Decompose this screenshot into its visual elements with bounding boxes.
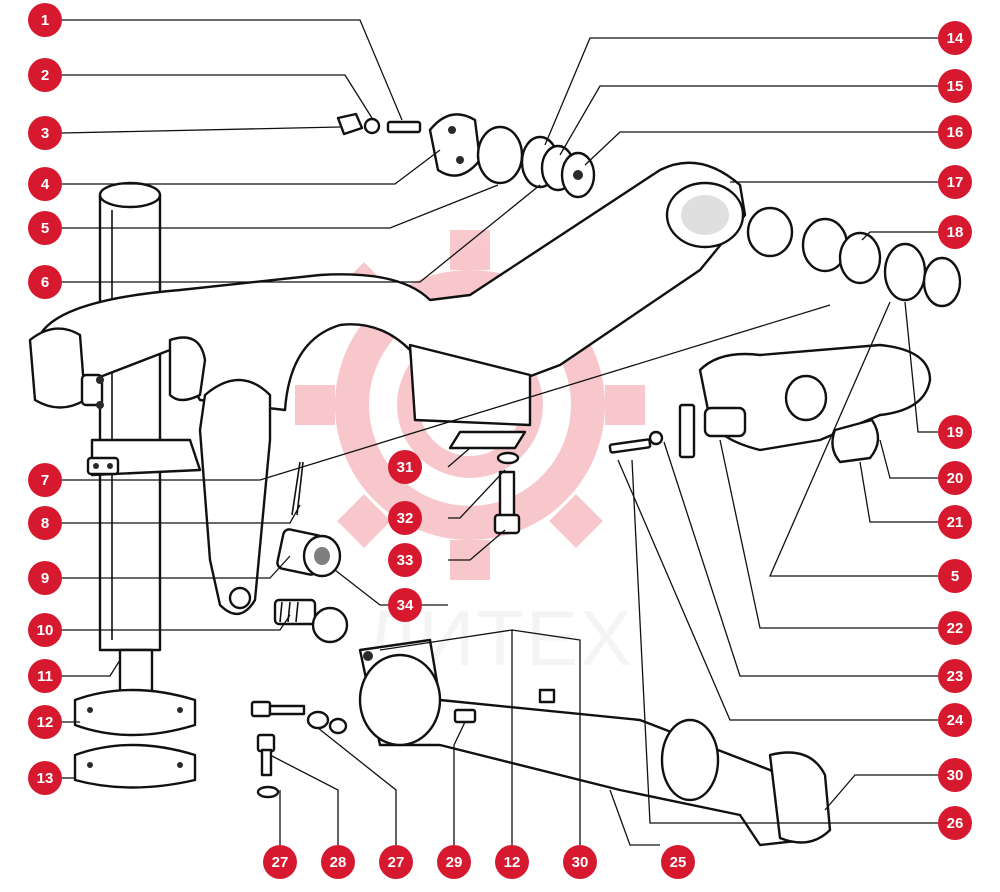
leader-lines	[61, 19, 938, 846]
svg-text:27: 27	[272, 854, 289, 871]
svg-text:3: 3	[41, 125, 49, 142]
callout-12-left: 12	[28, 705, 62, 739]
svg-text:6: 6	[41, 274, 49, 291]
svg-text:10: 10	[37, 622, 54, 639]
callout-2: 2	[28, 58, 62, 92]
svg-text:25: 25	[670, 854, 687, 871]
callout-6: 6	[28, 265, 62, 299]
svg-text:14: 14	[947, 30, 964, 47]
coupling-sleeve	[276, 528, 342, 578]
callout-16: 16	[938, 115, 972, 149]
callout-31: 31	[388, 450, 422, 484]
swing-arm	[28, 161, 747, 427]
svg-text:20: 20	[947, 470, 964, 487]
callout-7: 7	[28, 463, 62, 497]
callout-14: 14	[938, 21, 972, 55]
callout-26: 26	[938, 806, 972, 840]
svg-text:1: 1	[41, 12, 49, 29]
callout-8: 8	[28, 506, 62, 540]
callout-30-bottom: 30	[563, 845, 597, 879]
callout-11: 11	[28, 659, 62, 693]
callout-12-bottom: 12	[495, 845, 529, 879]
callout-5-left: 5	[28, 211, 62, 245]
callout-23: 23	[938, 659, 972, 693]
svg-text:21: 21	[947, 514, 964, 531]
top-bolt-set	[336, 112, 422, 136]
lever-arm	[698, 343, 932, 452]
callout-25: 25	[661, 845, 695, 879]
center-plate-bolt	[448, 430, 527, 535]
callout-27-b: 27	[379, 845, 413, 879]
callout-30-right: 30	[938, 758, 972, 792]
callout-29: 29	[437, 845, 471, 879]
svg-text:5: 5	[41, 220, 49, 237]
svg-text:29: 29	[446, 854, 463, 871]
callout-4: 4	[28, 167, 62, 201]
svg-text:9: 9	[41, 570, 49, 587]
svg-text:15: 15	[947, 78, 964, 95]
thrust-washer	[428, 113, 482, 177]
hydraulic-cylinder	[358, 638, 832, 847]
callout-1: 1	[28, 3, 62, 37]
threaded-ball-pin	[273, 598, 349, 644]
callout-27-a: 27	[263, 845, 297, 879]
svg-text:12: 12	[504, 854, 521, 871]
callout-15: 15	[938, 69, 972, 103]
callout-20: 20	[938, 461, 972, 495]
callout-24: 24	[938, 703, 972, 737]
callout-34: 34	[388, 588, 422, 622]
svg-text:24: 24	[947, 712, 964, 729]
svg-text:26: 26	[947, 815, 964, 832]
link-bracket	[198, 378, 272, 615]
cotter-pin	[291, 461, 304, 516]
svg-text:16: 16	[947, 124, 964, 141]
svg-text:17: 17	[947, 174, 964, 191]
callout-32: 32	[388, 501, 422, 535]
bolt-plate-set	[608, 403, 696, 459]
roller	[831, 418, 880, 464]
callout-10: 10	[28, 613, 62, 647]
svg-text:2: 2	[41, 67, 49, 84]
svg-text:31: 31	[397, 459, 414, 476]
svg-text:33: 33	[397, 552, 414, 569]
callout-18: 18	[938, 215, 972, 249]
flange-lower	[73, 743, 197, 789]
callout-17: 17	[938, 165, 972, 199]
callout-28: 28	[321, 845, 355, 879]
roller-set	[746, 206, 962, 308]
callout-19: 19	[938, 415, 972, 449]
svg-text:27: 27	[388, 854, 405, 871]
callout-21: 21	[938, 505, 972, 539]
svg-text:28: 28	[330, 854, 347, 871]
column-clamp	[86, 438, 202, 477]
flange-upper	[73, 688, 197, 737]
svg-text:11: 11	[37, 668, 53, 685]
svg-text:30: 30	[947, 767, 964, 784]
svg-text:32: 32	[397, 510, 414, 527]
svg-text:8: 8	[41, 515, 49, 532]
svg-text:5: 5	[951, 568, 959, 585]
svg-text:23: 23	[947, 668, 964, 685]
callout-badges: 1 2 3 4 5 6 7 8 9 10 11 12 13 14 15 16 1…	[28, 3, 972, 879]
callout-13: 13	[28, 761, 62, 795]
svg-text:12: 12	[37, 714, 54, 731]
svg-text:34: 34	[397, 597, 414, 614]
callout-33: 33	[388, 543, 422, 577]
svg-text:13: 13	[37, 770, 54, 787]
svg-text:7: 7	[41, 472, 49, 489]
callout-3: 3	[28, 116, 62, 150]
svg-text:30: 30	[572, 854, 589, 871]
svg-text:19: 19	[947, 424, 964, 441]
bottom-bolts	[250, 700, 348, 799]
callout-5-right: 5	[938, 559, 972, 593]
callout-22: 22	[938, 611, 972, 645]
svg-text:22: 22	[947, 620, 964, 637]
callout-9: 9	[28, 561, 62, 595]
svg-text:4: 4	[41, 176, 50, 193]
svg-text:18: 18	[947, 224, 964, 241]
